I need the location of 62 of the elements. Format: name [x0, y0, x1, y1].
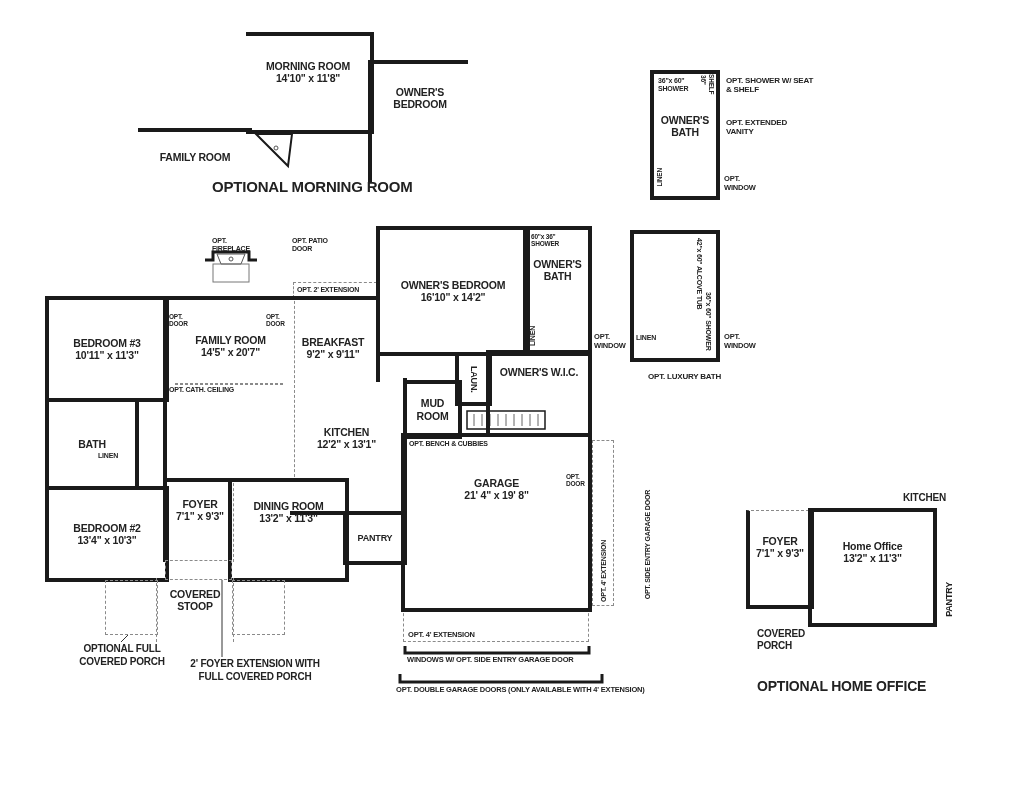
plan-note: OPT. SHOWER W/ SEAT & SHELF: [726, 76, 815, 95]
room-dimensions: 12'2" x 13'1": [316, 438, 377, 451]
room-name: LAUN.: [468, 365, 479, 393]
extension-outline: [165, 560, 232, 580]
room-name: FAMILY ROOM: [159, 150, 231, 164]
room-dimensions: 7'1" x 9'3": [756, 547, 804, 560]
room: [156, 578, 234, 642]
room: [228, 478, 349, 582]
room: [523, 226, 592, 356]
room-name: FOYER: [762, 535, 798, 548]
room-dimensions: 14'10" x 11'8": [275, 72, 341, 85]
room-name: KITCHEN: [323, 426, 370, 439]
plan-note: OPT. LUXURY BATH: [648, 372, 722, 382]
room: [246, 32, 374, 134]
room-name: BREAKFAST: [301, 336, 365, 349]
room-dimensions: 13'2" x 11'3": [843, 552, 902, 565]
room: [650, 70, 720, 200]
room-name: BEDROOM #2: [73, 521, 141, 534]
room-dimensions: 9'2" x 9'11": [306, 348, 360, 361]
room: [401, 433, 592, 612]
room-dimensions: 10'11" x 11'3": [75, 349, 139, 362]
room: [368, 60, 468, 182]
room-name: FOYER: [182, 498, 218, 511]
room-dimensions: 13'2" x 11'3": [259, 512, 318, 525]
room-name: OWNER'S BATH: [659, 114, 711, 139]
plan-note: COVERED PORCH: [757, 628, 807, 651]
room-name: COVERED STOOP: [168, 588, 222, 613]
room-dimensions: 7'1" x 9'3": [176, 510, 224, 523]
room-name: GARAGE: [474, 477, 519, 490]
room-name: BATH: [78, 437, 106, 451]
plan-note: KITCHEN: [903, 492, 947, 504]
room-name: PANTRY: [357, 532, 393, 544]
room: [45, 486, 169, 582]
room-name: DINING ROOM: [253, 500, 324, 513]
room-dimensions: 21' 4" x 19' 8": [464, 489, 529, 502]
room-name: OWNER'S BATH: [532, 258, 583, 283]
room: [45, 296, 169, 402]
room-name: OWNER'S W.I.C.: [499, 366, 579, 379]
room-dimensions: 14'5" x 20'7": [200, 346, 261, 359]
plan-note: PANTRY: [944, 582, 955, 617]
leader-line: [120, 634, 129, 643]
porch-outline: [105, 580, 158, 635]
plan-note: OPT. EXTENDED VANITY: [726, 118, 788, 137]
room-name: Home Office: [842, 540, 903, 553]
porch-outline: [232, 580, 285, 635]
room: [746, 510, 814, 609]
room-name: MUD ROOM: [415, 397, 450, 422]
plan-note: OPTIONAL HOME OFFICE: [757, 678, 927, 695]
plan-note: OPTIONAL MORNING ROOM: [212, 178, 413, 196]
callout-text: OPTIONAL FULL COVERED PORCH: [78, 642, 166, 668]
room: [808, 508, 937, 627]
callout-text: 2' FOYER EXTENSION WITH FULL COVERED PORCH: [189, 657, 321, 683]
room-name: BEDROOM #3: [73, 336, 141, 349]
room: [376, 226, 530, 356]
room: [290, 378, 407, 515]
room-name: FAMILY ROOM: [195, 334, 266, 347]
room-dimensions: 16'10" x 14'2": [420, 291, 486, 304]
room-name: MORNING ROOM: [266, 60, 350, 73]
leader-line: [221, 579, 223, 658]
room-name: OWNER'S BEDROOM: [400, 278, 506, 291]
room-dimensions: 13'4" x 10'3": [77, 534, 137, 547]
room-name: OWNER'S BEDROOM: [392, 86, 448, 111]
